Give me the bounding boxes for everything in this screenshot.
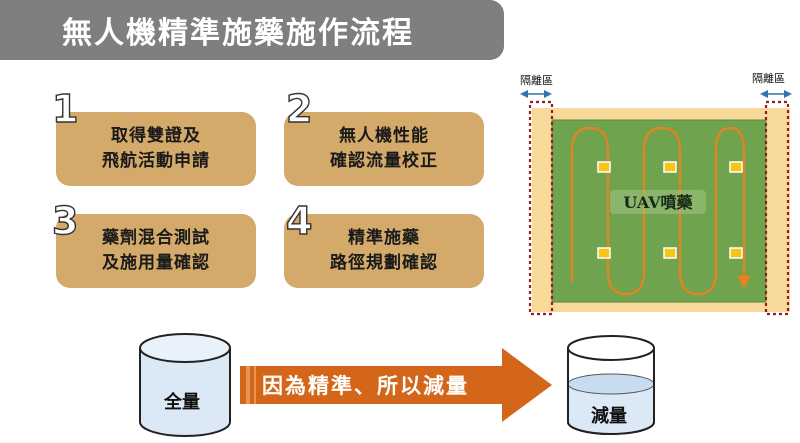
full-volume-cylinder xyxy=(139,333,231,437)
full-volume-label: 全量 xyxy=(164,392,200,413)
step-4-line2: 路徑規劃確認 xyxy=(330,253,438,273)
nozzle-marker xyxy=(597,247,611,259)
step-number-4: 4 xyxy=(285,199,313,243)
nozzle-markers xyxy=(597,161,743,259)
step-1-line1: 取得雙證及 xyxy=(111,126,201,147)
step-box-4: 精準施藥 路徑規劃確認 xyxy=(284,214,484,288)
reduction-arrow-shape xyxy=(240,348,552,422)
step-2-line2: 確認流量校正 xyxy=(330,151,438,171)
step-number-2: 2 xyxy=(285,87,313,131)
step-4-line1: 精準施藥 xyxy=(348,228,420,249)
reduction-arrow: 因為精準、所以減量 xyxy=(240,348,552,422)
buffer-zone-left xyxy=(528,100,554,316)
nozzle-marker xyxy=(663,247,677,259)
nozzle-marker xyxy=(597,161,611,173)
nozzle-marker xyxy=(729,247,743,259)
step-number-1: 1 xyxy=(51,87,79,131)
step-box-3: 藥劑混合測試 及施用量確認 xyxy=(56,214,256,288)
step-3-line1: 藥劑混合測試 xyxy=(102,228,210,249)
reduced-volume-label: 減量 xyxy=(591,406,627,427)
buffer-zone-right xyxy=(764,100,790,316)
step-number-3: 3 xyxy=(51,199,79,243)
field-spray-diagram: 隔離區 隔離區 UAV噴藥 xyxy=(520,72,792,316)
buffer-label-right: 隔離區 xyxy=(752,72,785,85)
field-label-glow xyxy=(610,190,706,214)
step-3-line2: 及施用量確認 xyxy=(102,253,210,273)
step-1-line2: 飛航活動申請 xyxy=(102,151,210,171)
buffer-label-left: 隔離區 xyxy=(520,73,553,87)
spray-path xyxy=(570,126,751,296)
nozzle-marker xyxy=(729,161,743,173)
page-title: 無人機精準施藥施作流程 xyxy=(0,0,504,60)
field-label: UAV噴藥 xyxy=(623,193,693,212)
reduced-volume-cylinder xyxy=(567,335,655,435)
step-box-2: 無人機性能 確認流量校正 xyxy=(284,112,484,186)
step-2-line1: 無人機性能 xyxy=(339,126,429,147)
nozzle-marker xyxy=(663,161,677,173)
reduction-arrow-text: 因為精準、所以減量 xyxy=(262,374,469,398)
step-box-1: 取得雙證及 飛航活動申請 xyxy=(56,112,256,186)
